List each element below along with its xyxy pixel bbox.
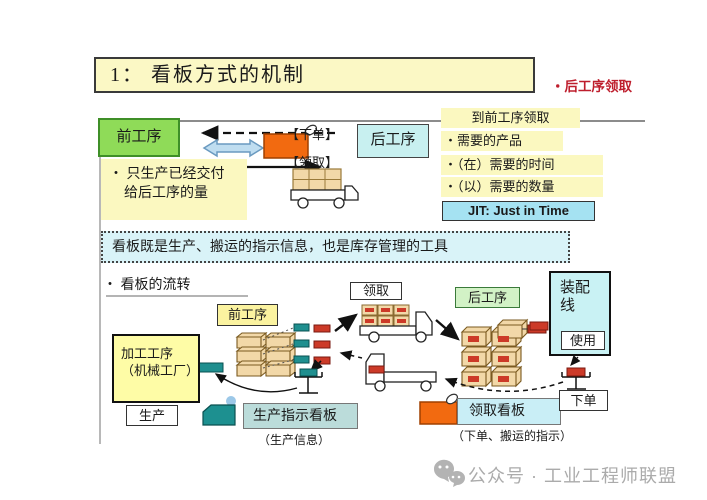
note-line1: ・ 只生产已经交付 <box>109 167 225 182</box>
exchange-double-arrow-icon <box>202 138 265 158</box>
production-kanban-label-box: 生产指示看板 <box>243 403 358 429</box>
order-small-box: 下单 <box>559 390 608 411</box>
processing-box: 加工工序 （机械工厂） <box>112 334 200 403</box>
post-to-processing-arrow <box>214 373 298 393</box>
truck-return-dashed-arrow <box>339 350 363 361</box>
kanban-post-withdrawal-icon <box>561 367 591 390</box>
production-kanban-sub: （生产信息） <box>258 433 331 447</box>
front-process-box: 前工序 <box>98 118 180 157</box>
kanban-card-orange2-icon <box>419 393 459 425</box>
right-panel-bullet: ・需要的产品 <box>441 131 563 151</box>
post-to-truck-dashed-arrow <box>444 377 564 392</box>
production-box: 生产 <box>126 405 178 426</box>
withdrawal-kanban-cards-icon <box>313 324 331 365</box>
use-to-post-dashed-arrow <box>570 355 581 366</box>
kanban-card-tag-icon <box>304 124 318 136</box>
processing-line1: 加工工序 <box>121 346 174 361</box>
kanban-folder-icon <box>202 396 236 426</box>
card-link-dotted-lines <box>262 327 294 369</box>
right-panel-bullet: ・（以）需要的数量 <box>441 177 603 197</box>
top-right-note: ・后工序领取 <box>551 79 632 94</box>
use-box: 使用 <box>561 331 605 350</box>
production-card-at-processing-icon <box>198 362 224 373</box>
kanban-definition-banner: 看板既是生产、搬运的指示信息，也是库存管理的工具 <box>101 231 570 263</box>
cards-to-truck-arrow <box>334 313 358 332</box>
front-process-stock-icon <box>235 331 297 378</box>
watermark-text: 公众号 · 工业工程师联盟 <box>468 466 677 486</box>
kanban-post-production-icon <box>294 368 323 394</box>
truck-empty-icon <box>365 353 437 392</box>
production-kanban-cards-icon <box>293 323 310 364</box>
assembly-line-label: 装配线 <box>560 280 591 314</box>
truck-to-stock-arrow <box>435 319 460 341</box>
right-panel-bullet: ・（在）需要的时间 <box>441 155 603 175</box>
slide-title: 1： 看板方式的机制 <box>94 57 535 93</box>
blue-dot-icon <box>226 396 236 406</box>
jit-badge: JIT: Just in Time <box>442 201 595 221</box>
kanban-card-orange-icon <box>263 133 309 159</box>
front-process-small-box: 前工序 <box>217 304 278 326</box>
flow-heading: ・ 看板的流转 <box>103 278 191 293</box>
back-process-small-box: 后工序 <box>455 287 520 308</box>
production-note: ・ 只生产已经交付 给后工序的量 <box>101 159 247 220</box>
order-label: 【下单】 <box>286 127 339 142</box>
withdrawal-kanban-sub: （下单、搬运的指示） <box>452 429 573 443</box>
processing-line2: （机械工厂） <box>121 363 200 378</box>
wechat-icon <box>433 459 465 487</box>
truck-loaded-top-icon <box>290 168 359 209</box>
withdrawal-card-at-assembly-icon <box>529 321 549 331</box>
note-line2: 给后工序的量 <box>124 186 208 201</box>
withdrawal-kanban-label-box: 领取看板 <box>457 398 561 425</box>
pickup-small-box: 领取 <box>350 282 402 300</box>
back-process-box: 后工序 <box>357 124 429 158</box>
pickup-label: 【领取】 <box>286 155 339 170</box>
right-panel-header: 到前工序领取 <box>441 108 580 128</box>
truck-loaded-flow-icon <box>359 304 433 343</box>
